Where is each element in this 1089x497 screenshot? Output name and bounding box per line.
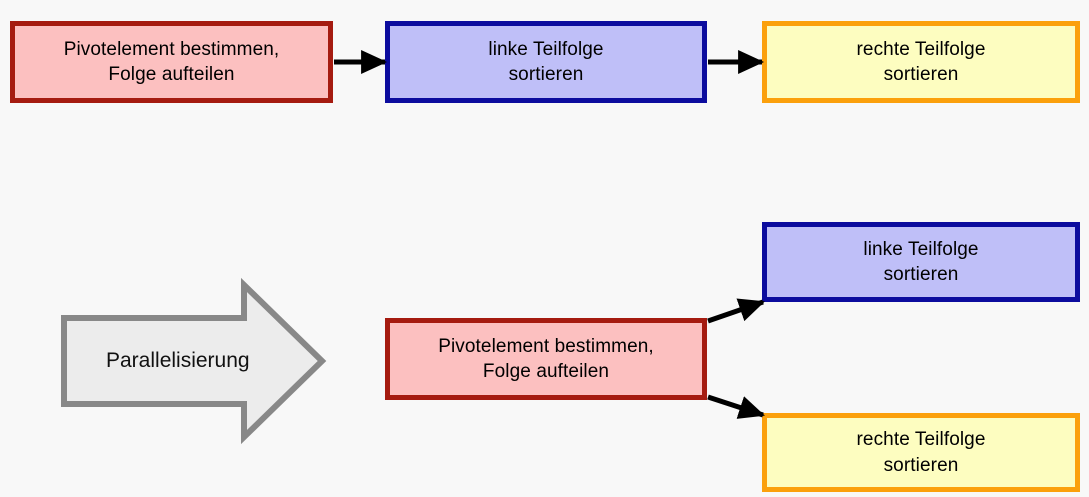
- node-label-line2: sortieren: [508, 64, 584, 85]
- node-label-line1: linke Teilfolge: [863, 238, 979, 260]
- node-label-line1: linke Teilfolge: [488, 38, 604, 60]
- parallelisierung-label: Parallelisierung: [106, 349, 250, 372]
- node-sequential-pivot[interactable]: Pivotelement bestimmen, Folge aufteilen: [10, 21, 333, 103]
- node-label-line1: Pivotelement bestimmen,: [438, 335, 654, 357]
- node-label-line2: Folge aufteilen: [482, 361, 610, 382]
- node-parallel-right-sort[interactable]: rechte Teilfolge sortieren: [762, 413, 1080, 492]
- node-parallel-left-sort[interactable]: linke Teilfolge sortieren: [762, 222, 1080, 302]
- node-label-line1: Pivotelement bestimmen,: [63, 38, 280, 60]
- connector-par-pivot-to-right: [707, 394, 765, 419]
- node-sequential-right-sort[interactable]: rechte Teilfolge sortieren: [762, 21, 1080, 103]
- node-label-line2: sortieren: [883, 64, 959, 85]
- node-label-line2: Folge aufteilen: [108, 64, 235, 85]
- node-label-line1: rechte Teilfolge: [856, 38, 986, 60]
- node-sequential-left-sort[interactable]: linke Teilfolge sortieren: [385, 21, 707, 103]
- node-parallel-pivot[interactable]: Pivotelement bestimmen, Folge aufteilen: [385, 318, 707, 400]
- node-label-line2: sortieren: [883, 454, 959, 476]
- node-label-line1: rechte Teilfolge: [856, 429, 986, 451]
- node-label-line2: sortieren: [883, 264, 959, 285]
- connector-par-pivot-to-left: [707, 298, 765, 324]
